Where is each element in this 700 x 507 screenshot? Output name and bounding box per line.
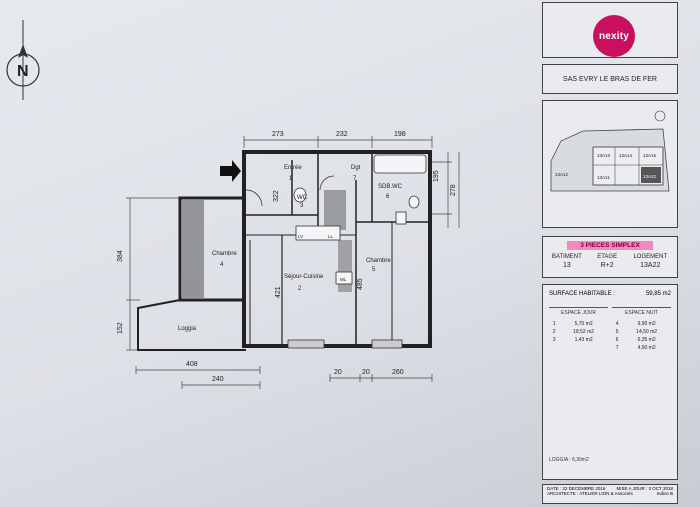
index-text: Indice B	[656, 491, 673, 496]
day-space-table: 1 5,70 m2 2 18,52 m2 3 1,43 m2	[549, 320, 608, 344]
key-plan-label: 13A15	[643, 153, 657, 158]
unit-header: BATIMENT	[551, 254, 582, 260]
brand-box: nexity	[542, 2, 678, 58]
room-name: Loggia	[178, 326, 197, 332]
room-number: 1	[552, 321, 556, 327]
unit-header: LOGEMENT	[633, 254, 668, 260]
room-area: 1,43 m2	[574, 337, 593, 343]
unit-table: BATIMENT ETAGE LOGEMENT 13 R+2 13A22	[543, 253, 677, 270]
night-space-table: 4 9,90 m2 5 14,50 m2 6 6,35 m2 7 4,50 m2	[612, 320, 671, 352]
dim-top-1: 273	[272, 131, 284, 138]
key-plan-drawing: 13A13 13A14 13A15 13A12 13A21 13A22	[550, 110, 670, 192]
room-area: 9,90 m2	[637, 321, 656, 327]
unit-type-badge: 3 PIECES SIMPLEX	[567, 241, 653, 250]
key-plan-label: 13A22	[643, 174, 657, 179]
north-label: N	[17, 63, 29, 80]
dim-bottom-4: 20	[362, 369, 370, 376]
update-text: MISE A JOUR : 3 OCT 2018	[616, 486, 673, 491]
room-name: Dgt	[351, 165, 361, 171]
dim-bottom-5: 260	[392, 369, 404, 376]
dim-right-1: 195	[433, 170, 440, 182]
room-number: 5	[372, 267, 376, 273]
room-number: 2	[552, 329, 556, 335]
room-number: 2	[298, 286, 302, 292]
entry-arrow-icon	[220, 160, 241, 182]
unit-value: 13	[562, 262, 571, 269]
dim-inner-1: 322	[273, 190, 280, 202]
room-number: 7	[353, 176, 357, 182]
dim-right-2: 278	[450, 184, 457, 196]
dim-inner-3: 485	[357, 278, 364, 290]
room-area: 4,50 m2	[637, 345, 656, 351]
dim-top-2: 232	[336, 131, 348, 138]
fixture-label: LL	[328, 234, 334, 239]
unit-value: 13A22	[640, 262, 661, 269]
fixture-label: ML	[340, 277, 347, 282]
room-name: Chambre	[212, 251, 237, 257]
north-arrow-icon: N	[6, 20, 40, 100]
room-number: 7	[615, 345, 619, 351]
unit-header: ETAGE	[597, 254, 618, 260]
dim-bottom-2: 240	[212, 376, 224, 383]
dim-top-3: 198	[394, 131, 406, 138]
project-name: SAS EVRY LE BRAS DE FER	[563, 75, 657, 83]
day-space-label: ESPACE JOUR	[561, 310, 596, 316]
dim-inner-2: 421	[275, 286, 282, 298]
architect-text: ARCHITECTE : ATELIER LION & Associés	[547, 491, 633, 496]
room-name: Entrée	[284, 165, 302, 171]
key-plan-box: 13A13 13A14 13A15 13A12 13A21 13A22	[542, 100, 678, 228]
unit-info-box: 3 PIECES SIMPLEX BATIMENT ETAGE LOGEMENT…	[542, 236, 678, 278]
room-area: 18,52 m2	[573, 329, 595, 335]
night-space-label: ESPACE NUIT	[625, 310, 658, 316]
room-number: 6	[386, 194, 390, 200]
room-number: 4	[220, 262, 224, 268]
key-plan-label: 13A12	[555, 172, 569, 177]
dim-left-1: 384	[117, 250, 124, 262]
loggia-area: LOGGIA : 6,30m2	[549, 457, 589, 463]
key-plan-label: 13A14	[619, 153, 633, 158]
unit-value: R+2	[600, 262, 614, 269]
room-name: Séjour-Cuisine	[284, 274, 324, 280]
dim-left-2: 152	[117, 322, 124, 334]
footer-box: DATE : 22 DECEMBRE 2016 MISE A JOUR : 3 …	[542, 484, 678, 504]
room-number: 5	[615, 329, 619, 335]
project-box: SAS EVRY LE BRAS DE FER	[542, 64, 678, 94]
dim-bottom-1: 408	[186, 361, 198, 368]
surface-label: SURFACE HABITABLE :	[549, 291, 615, 297]
room-number: 3	[552, 337, 556, 343]
room-number: 1	[289, 176, 293, 182]
surface-value: 59,85 m2	[645, 291, 671, 297]
key-plan-label: 13A21	[597, 175, 611, 180]
room-area: 6,35 m2	[637, 337, 656, 343]
dim-bottom-3: 20	[334, 369, 342, 376]
room-number: 6	[615, 337, 619, 343]
floor-plan-drawing: N	[6, 20, 460, 389]
room-area: 14,50 m2	[636, 329, 658, 335]
fixture-label: LV	[298, 234, 303, 239]
room-number: 3	[300, 203, 304, 209]
room-name: Chambre	[366, 258, 391, 264]
title-block: nexity SAS EVRY LE BRAS DE FER 13A13 13A…	[538, 0, 684, 507]
room-area: 5,70 m2	[574, 321, 593, 327]
key-plan-label: 13A13	[597, 153, 611, 158]
surface-box: SURFACE HABITABLE : 59,85 m2 ESPACE JOUR…	[542, 284, 678, 480]
date-text: DATE : 22 DECEMBRE 2016	[547, 486, 606, 491]
room-number: 4	[615, 321, 619, 327]
room-name: SDB.WC	[378, 184, 403, 190]
brand-logo: nexity	[593, 15, 635, 57]
room-name: WC	[297, 195, 308, 201]
